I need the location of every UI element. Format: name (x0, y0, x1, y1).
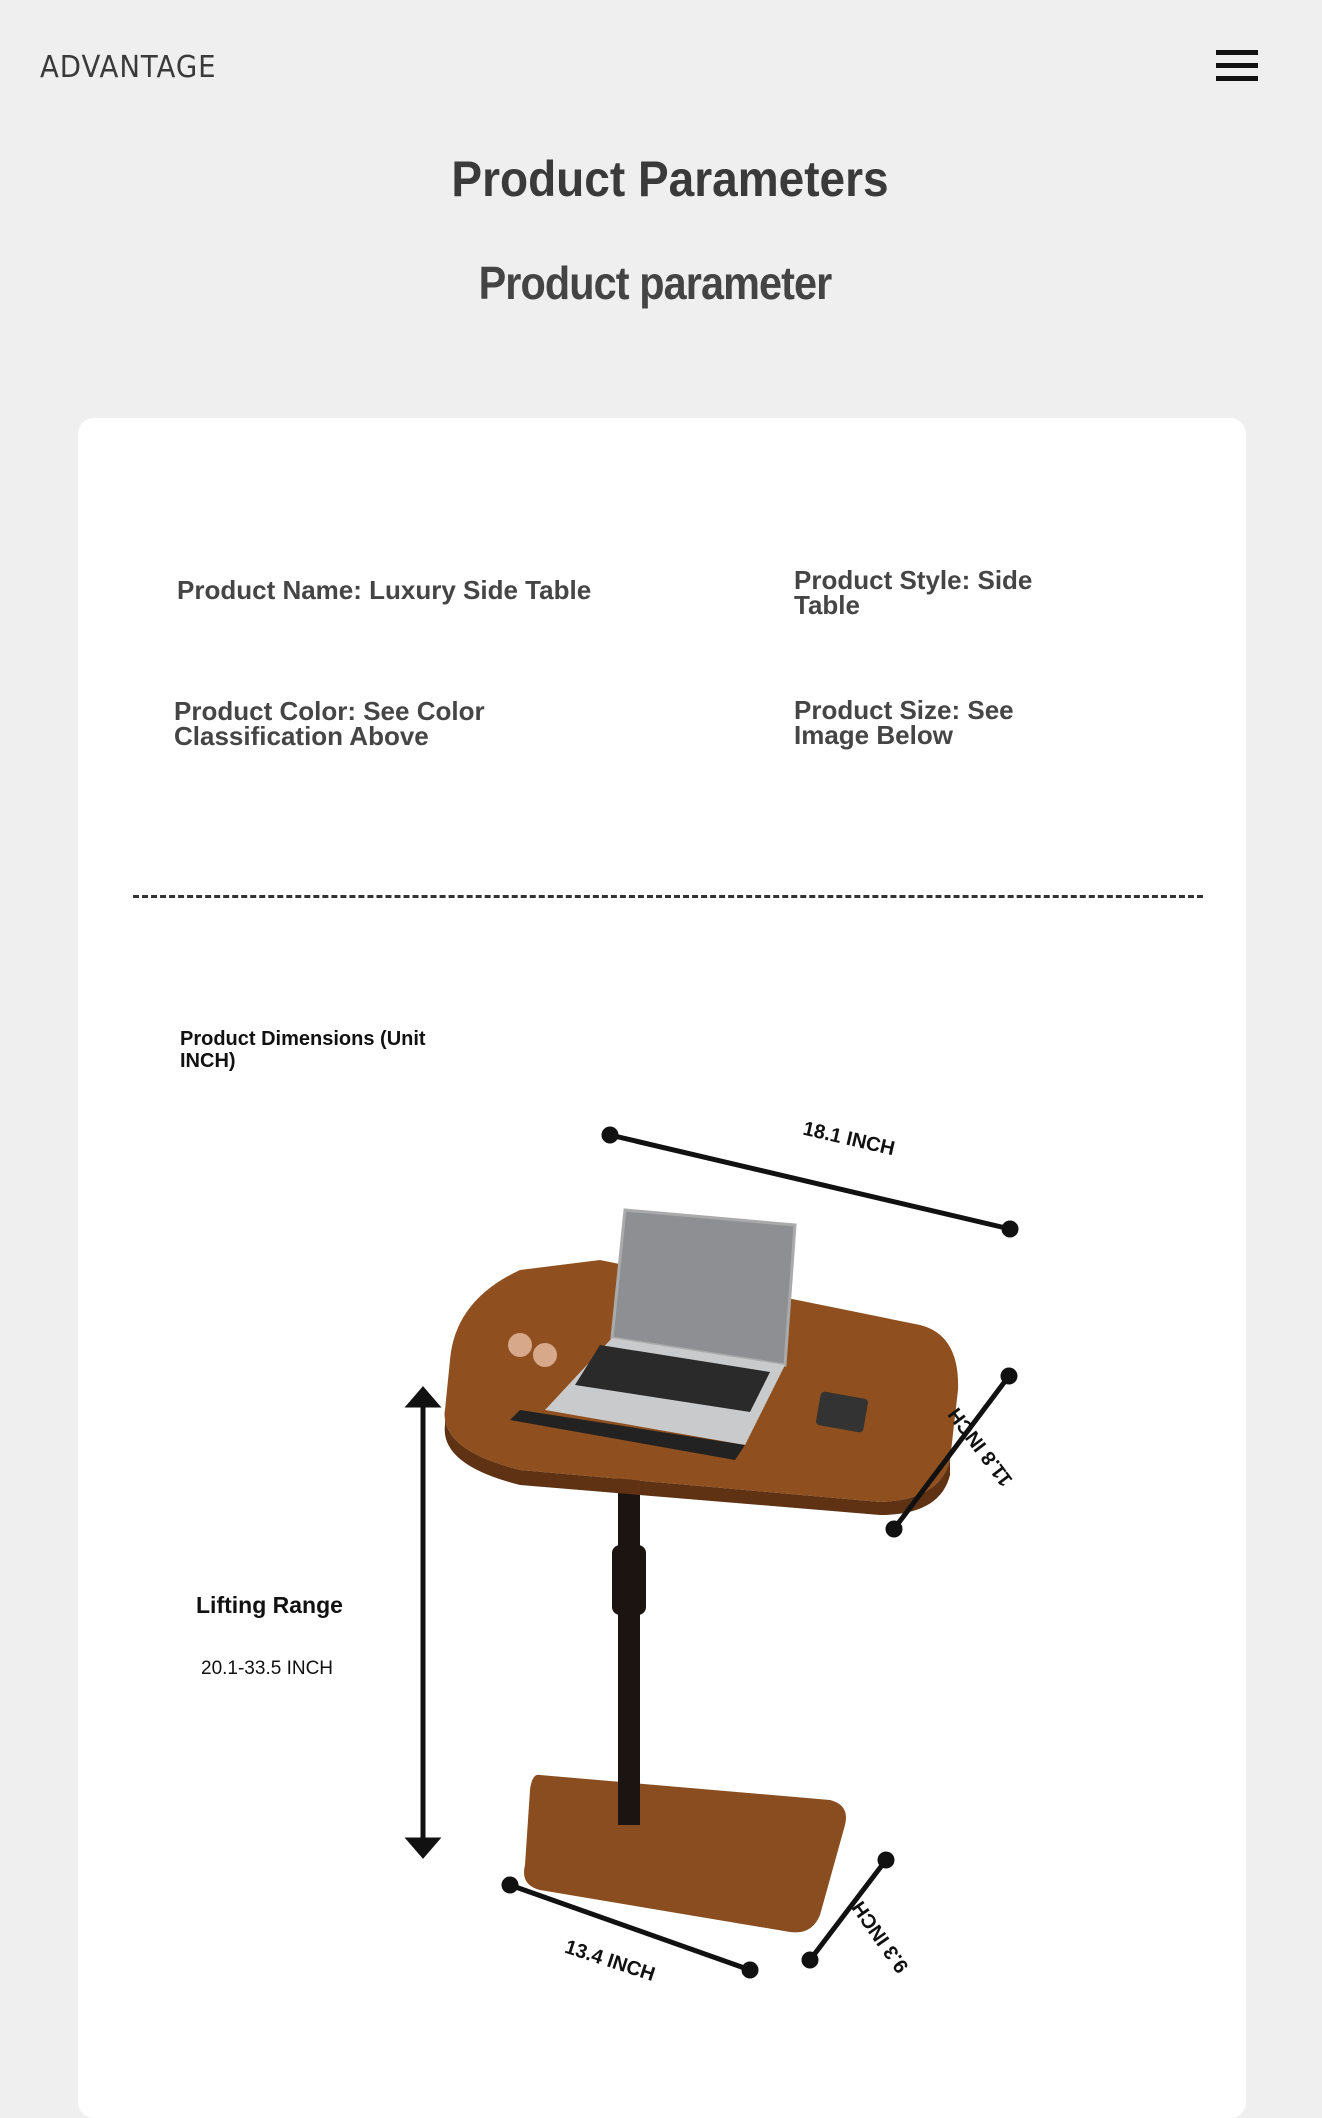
product-style: Product Style: Side Table (794, 565, 1033, 620)
table-pole (618, 1465, 640, 1825)
headphones-icon (508, 1333, 532, 1357)
section-subtitle: Product parameter (478, 257, 833, 309)
table-base (524, 1774, 846, 1933)
product-color: Product Color: See Color Classification … (174, 696, 485, 751)
lifting-range-label: Lifting Range (196, 1592, 343, 1618)
divider (133, 895, 1203, 898)
hamburger-menu-icon[interactable] (1216, 50, 1258, 82)
product-name: Product Name: Luxury Side Table (177, 575, 592, 605)
product-size: Product Size: See Image Below (794, 695, 1014, 750)
table-illustration (404, 1126, 1019, 1979)
dimensions-heading: Product Dimensions (Unit INCH) (180, 1028, 426, 1072)
phone-icon (816, 1391, 868, 1433)
lifting-range-value: 20.1-33.5 INCH (201, 1658, 334, 1679)
page-title: Product Parameters (451, 151, 889, 207)
laptop-icon (610, 1208, 797, 1367)
brand-logo[interactable]: ADVANTAGE (40, 50, 217, 85)
